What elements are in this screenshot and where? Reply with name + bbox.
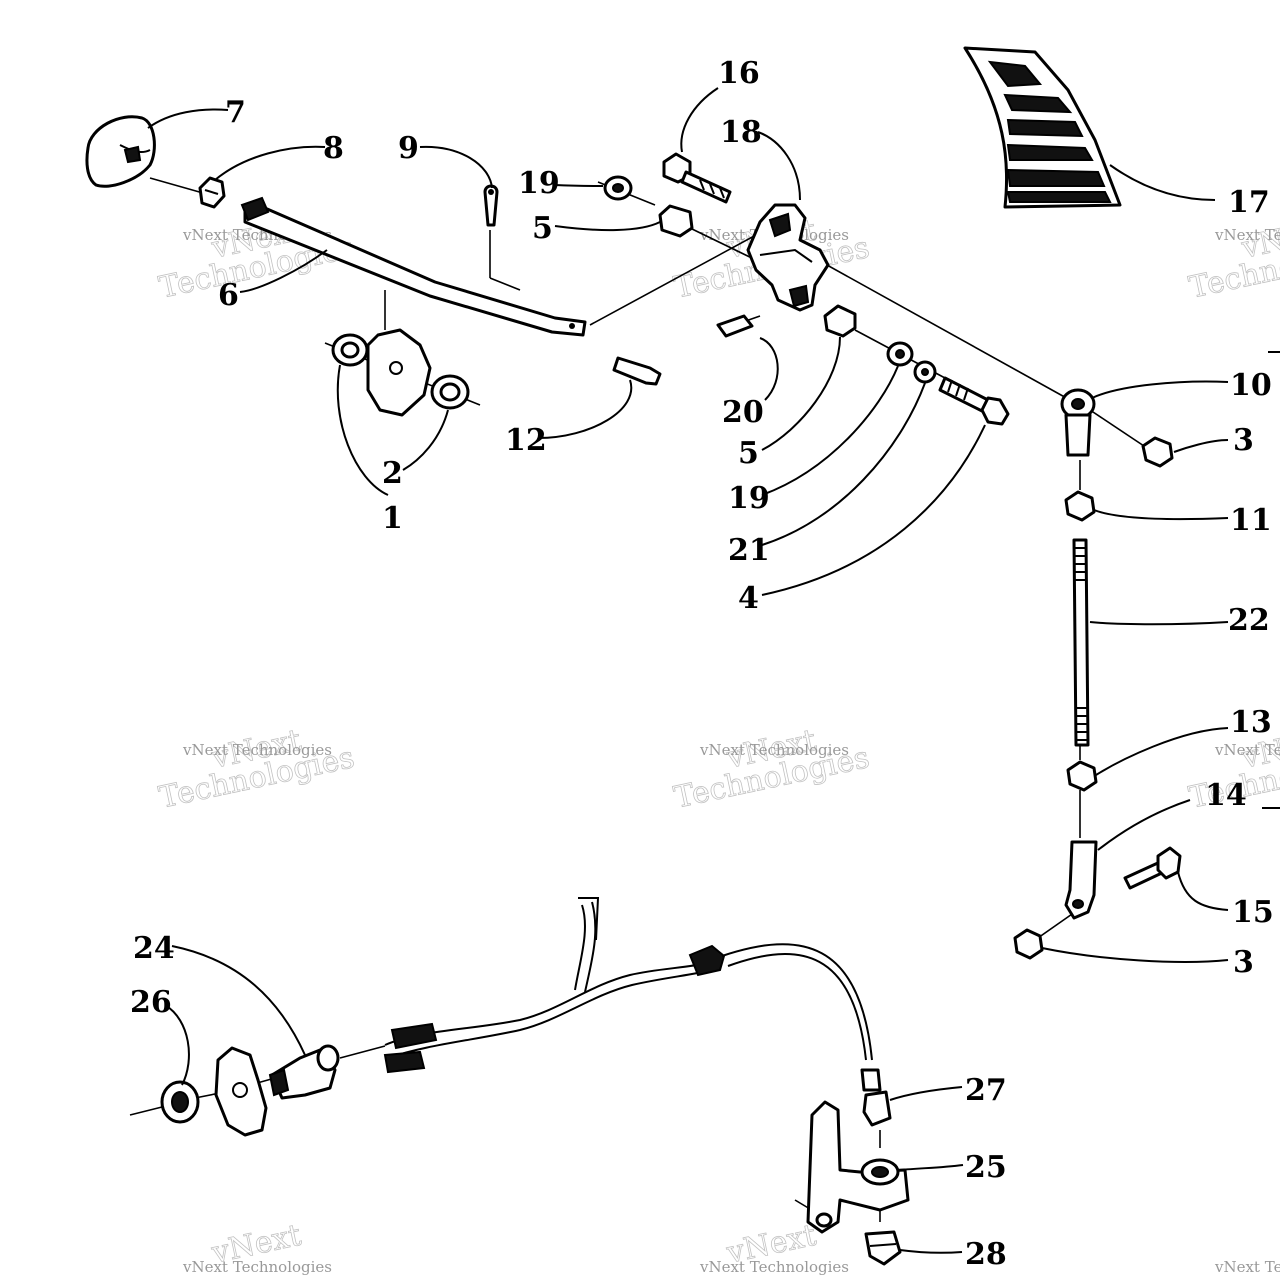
callout-19: 19 [518,166,560,201]
callout-3: 3 [1233,423,1254,458]
callout-19-lower: 19 [728,481,770,516]
part-9-cotter-pin [483,184,499,227]
callout-13: 13 [1230,705,1272,740]
callout-3-lower: 3 [1233,945,1254,980]
part-12-clevis-pin [612,356,662,386]
part-19-washer [603,175,633,201]
part-7-handle-knob [85,115,156,188]
part-27-cable-ferrule [862,1090,892,1127]
watermark-caption: vNext Technologies [699,741,849,759]
callout-2: 2 [382,456,403,491]
watermark-caption: vNext Technologies [1214,226,1280,244]
callout-labels: 1 2 3 3 4 5 5 6 7 8 9 10 11 12 13 14 15 … [130,56,1274,1272]
part-26-seal [160,1080,200,1124]
callout-27: 27 [965,1073,1007,1108]
part-25-cable-bracket [806,1100,910,1234]
part-24-switch [268,1044,340,1100]
callout-28: 28 [965,1237,1007,1272]
part-5-spacer [658,204,694,238]
callout-20: 20 [722,395,764,430]
part-13-jam-nut [1066,760,1098,792]
part-3-nut-lower [1013,928,1044,960]
part-mounting-plate [366,328,432,417]
watermark-caption: vNext Technologies [1214,741,1280,759]
callout-9: 9 [398,131,419,166]
callout-16: 16 [718,56,760,91]
callout-22: 22 [1228,603,1270,638]
part-3-nut [1141,436,1174,468]
part-switch-plate [214,1046,268,1137]
assembly-lines [129,177,1151,1222]
part-4-bolt [938,376,1010,426]
part-1-spacer [331,333,369,367]
part-2-bushing [430,374,470,410]
callout-10: 10 [1230,368,1272,403]
callout-11: 11 [1230,503,1272,538]
watermark-layer: vNext Technologies vNext Technologies vN… [156,212,1280,1276]
part-22-threaded-rod [1072,538,1090,747]
part-8-jam-nut [198,176,226,209]
callout-21: 21 [728,533,770,568]
callout-6: 6 [218,278,239,313]
part-16-bolt [662,152,732,204]
part-wiring-harness [383,897,882,1092]
callout-24: 24 [133,931,175,966]
part-18-bellcrank [746,203,830,312]
part-5-spacer-lower [823,304,857,338]
callout-25: 25 [965,1150,1007,1185]
callout-5-lower: 5 [738,436,759,471]
part-11-jam-nut [1064,490,1096,522]
part-15-bolt [1123,846,1182,890]
callout-15: 15 [1232,895,1274,930]
callout-17: 17 [1228,185,1270,220]
watermark-caption: vNext Technologies [1214,1258,1280,1276]
callout-1: 1 [382,501,403,536]
callout-5: 5 [532,211,553,246]
callout-8: 8 [323,131,344,166]
part-10-rod-end [1060,388,1096,457]
watermark-caption: vNext Technologies [182,741,332,759]
part-28-cap-nut [864,1230,902,1266]
callout-18: 18 [720,115,762,150]
callout-12: 12 [505,423,547,458]
part-6-shift-lever [240,196,587,337]
callout-14: 14 [1205,778,1247,813]
leader-lines [147,87,1280,1254]
callout-26: 26 [130,985,172,1020]
part-19-washer-lower [886,341,914,367]
watermark-caption: vNext Technologies [699,1258,849,1276]
part-14-rod-end [1064,840,1098,920]
part-17-shift-decal [963,46,1122,209]
part-21-lock-washer [913,360,937,384]
callout-7: 7 [225,95,246,130]
watermark-caption: vNext Technologies [182,1258,332,1276]
part-20-pivot-pin [716,314,754,338]
callout-4: 4 [738,581,759,616]
